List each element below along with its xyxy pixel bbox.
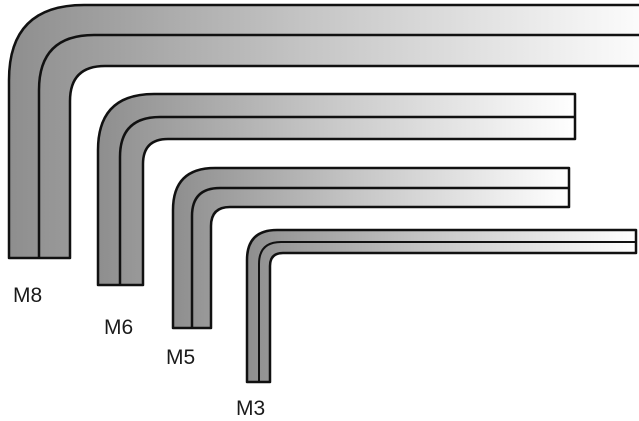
hex-key-m6 bbox=[96, 92, 577, 287]
size-label-m3: M3 bbox=[236, 397, 266, 420]
size-label-m8: M8 bbox=[13, 284, 43, 307]
hex-key-m5 bbox=[171, 166, 571, 330]
hex-key-m3 bbox=[245, 228, 638, 384]
hex-key-m8 bbox=[7, 3, 639, 260]
size-label-m6: M6 bbox=[104, 316, 134, 339]
size-label-m5: M5 bbox=[166, 346, 196, 369]
